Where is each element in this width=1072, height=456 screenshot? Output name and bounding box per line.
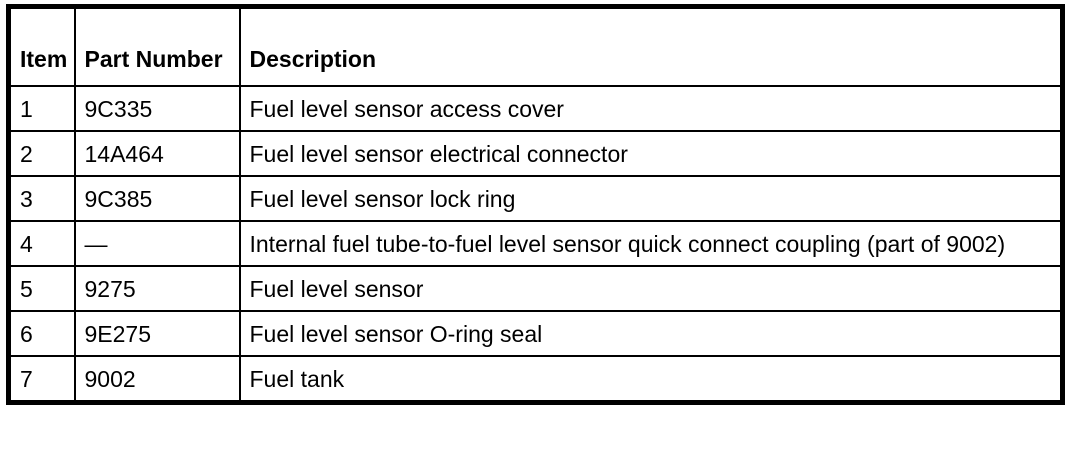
description-cell: Fuel level sensor lock ring: [238, 174, 1064, 222]
part-number-cell: 9002: [73, 354, 241, 403]
table-row: 1 9C335 Fuel level sensor access cover: [7, 84, 1064, 132]
item-cell: 3: [7, 174, 76, 222]
part-number-cell: —: [73, 219, 241, 267]
part-number-cell: 14A464: [73, 129, 241, 177]
parts-table: Item Part Number Description 1 9C335 Fue…: [6, 4, 1065, 405]
item-cell: 4: [7, 219, 76, 267]
item-cell: 7: [7, 354, 76, 403]
table-row: 4 — Internal fuel tube-to-fuel level sen…: [7, 219, 1064, 267]
part-number-cell: 9275: [73, 264, 241, 312]
description-cell: Internal fuel tube-to-fuel level sensor …: [238, 219, 1064, 267]
table-row: 5 9275 Fuel level sensor: [7, 264, 1064, 312]
part-number-cell: 9C385: [73, 174, 241, 222]
part-number-cell: 9C335: [73, 84, 241, 132]
description-cell: Fuel level sensor: [238, 264, 1064, 312]
table-row: 7 9002 Fuel tank: [7, 354, 1064, 403]
description-cell: Fuel level sensor O-ring seal: [238, 309, 1064, 357]
part-number-cell: 9E275: [73, 309, 241, 357]
item-cell: 6: [7, 309, 76, 357]
item-cell: 2: [7, 129, 76, 177]
description-cell: Fuel level sensor electrical connector: [238, 129, 1064, 177]
column-header-part-number: Part Number: [73, 5, 241, 87]
description-cell: Fuel tank: [238, 354, 1064, 403]
column-header-description: Description: [238, 5, 1064, 87]
description-cell: Fuel level sensor access cover: [238, 84, 1064, 132]
table-row: 2 14A464 Fuel level sensor electrical co…: [7, 129, 1064, 177]
column-header-item: Item: [7, 5, 76, 87]
item-cell: 1: [7, 84, 76, 132]
table-header-row: Item Part Number Description: [7, 5, 1064, 87]
table-row: 6 9E275 Fuel level sensor O-ring seal: [7, 309, 1064, 357]
table-row: 3 9C385 Fuel level sensor lock ring: [7, 174, 1064, 222]
item-cell: 5: [7, 264, 76, 312]
